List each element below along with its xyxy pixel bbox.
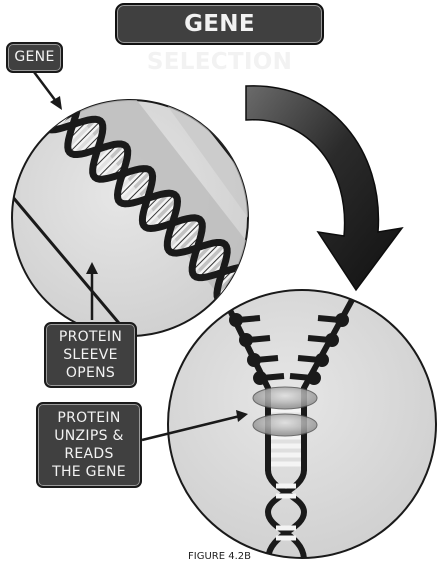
base-knob xyxy=(315,353,329,367)
base-pair-outline xyxy=(170,220,202,253)
base-pair-outline xyxy=(69,120,101,153)
figure-caption: FIGURE 4.2B xyxy=(188,551,251,562)
base-pair-outline xyxy=(143,194,175,226)
base-pair-outline xyxy=(198,248,228,278)
dna-strand xyxy=(44,100,248,306)
gene-label: GENE xyxy=(6,42,63,73)
protein-disc-lower xyxy=(252,413,318,437)
base-pair-rung xyxy=(225,275,248,305)
base-knob xyxy=(325,333,339,347)
dna-strand-tail xyxy=(265,467,308,558)
dna-strand-right xyxy=(301,297,355,473)
base-knob xyxy=(247,353,261,367)
base-knob xyxy=(335,313,349,327)
unzip-pointer xyxy=(141,414,241,442)
base-pair-outline xyxy=(117,168,147,199)
unzip-label-line-2: UNZIPS & xyxy=(54,428,124,444)
sleeve-label-line-2: SLEEVE xyxy=(63,347,118,363)
base-knob xyxy=(307,371,321,385)
unzip-label-line-4: THE GENE xyxy=(52,464,126,480)
protein-unzips-label: PROTEIN UNZIPS & READS THE GENE xyxy=(36,402,142,488)
base-pair-outline xyxy=(96,147,128,179)
gene-pointer xyxy=(33,71,59,105)
dna-helix-unzipped xyxy=(222,297,355,558)
base-pair-outline xyxy=(227,277,248,303)
unzip-label-line-3: READS xyxy=(64,446,114,462)
protein-disc-upper xyxy=(252,386,318,410)
curved-arrow xyxy=(245,85,404,292)
protein-sleeve-opens-label: PROTEIN SLEEVE OPENS xyxy=(44,322,137,388)
base-knob xyxy=(253,371,267,385)
unzip-label-line-1: PROTEIN xyxy=(57,410,121,426)
dna-strand xyxy=(39,100,248,310)
bottom-circle xyxy=(167,289,437,559)
base-pair-outline xyxy=(124,175,153,205)
base-pair-rung xyxy=(243,293,248,300)
base-knob xyxy=(239,333,253,347)
dna-strand-tail xyxy=(264,467,307,558)
dna-strand-left xyxy=(222,297,271,473)
sleeve-label-line-1: PROTEIN xyxy=(58,329,123,345)
base-pair-outline xyxy=(191,242,221,272)
base-pair-outline xyxy=(245,295,248,298)
diagram-title: GENE SELECTION xyxy=(115,3,324,75)
protein-sleeve-band xyxy=(20,100,248,310)
sleeve-label-line-3: OPENS xyxy=(65,365,116,381)
base-knob xyxy=(229,313,243,327)
